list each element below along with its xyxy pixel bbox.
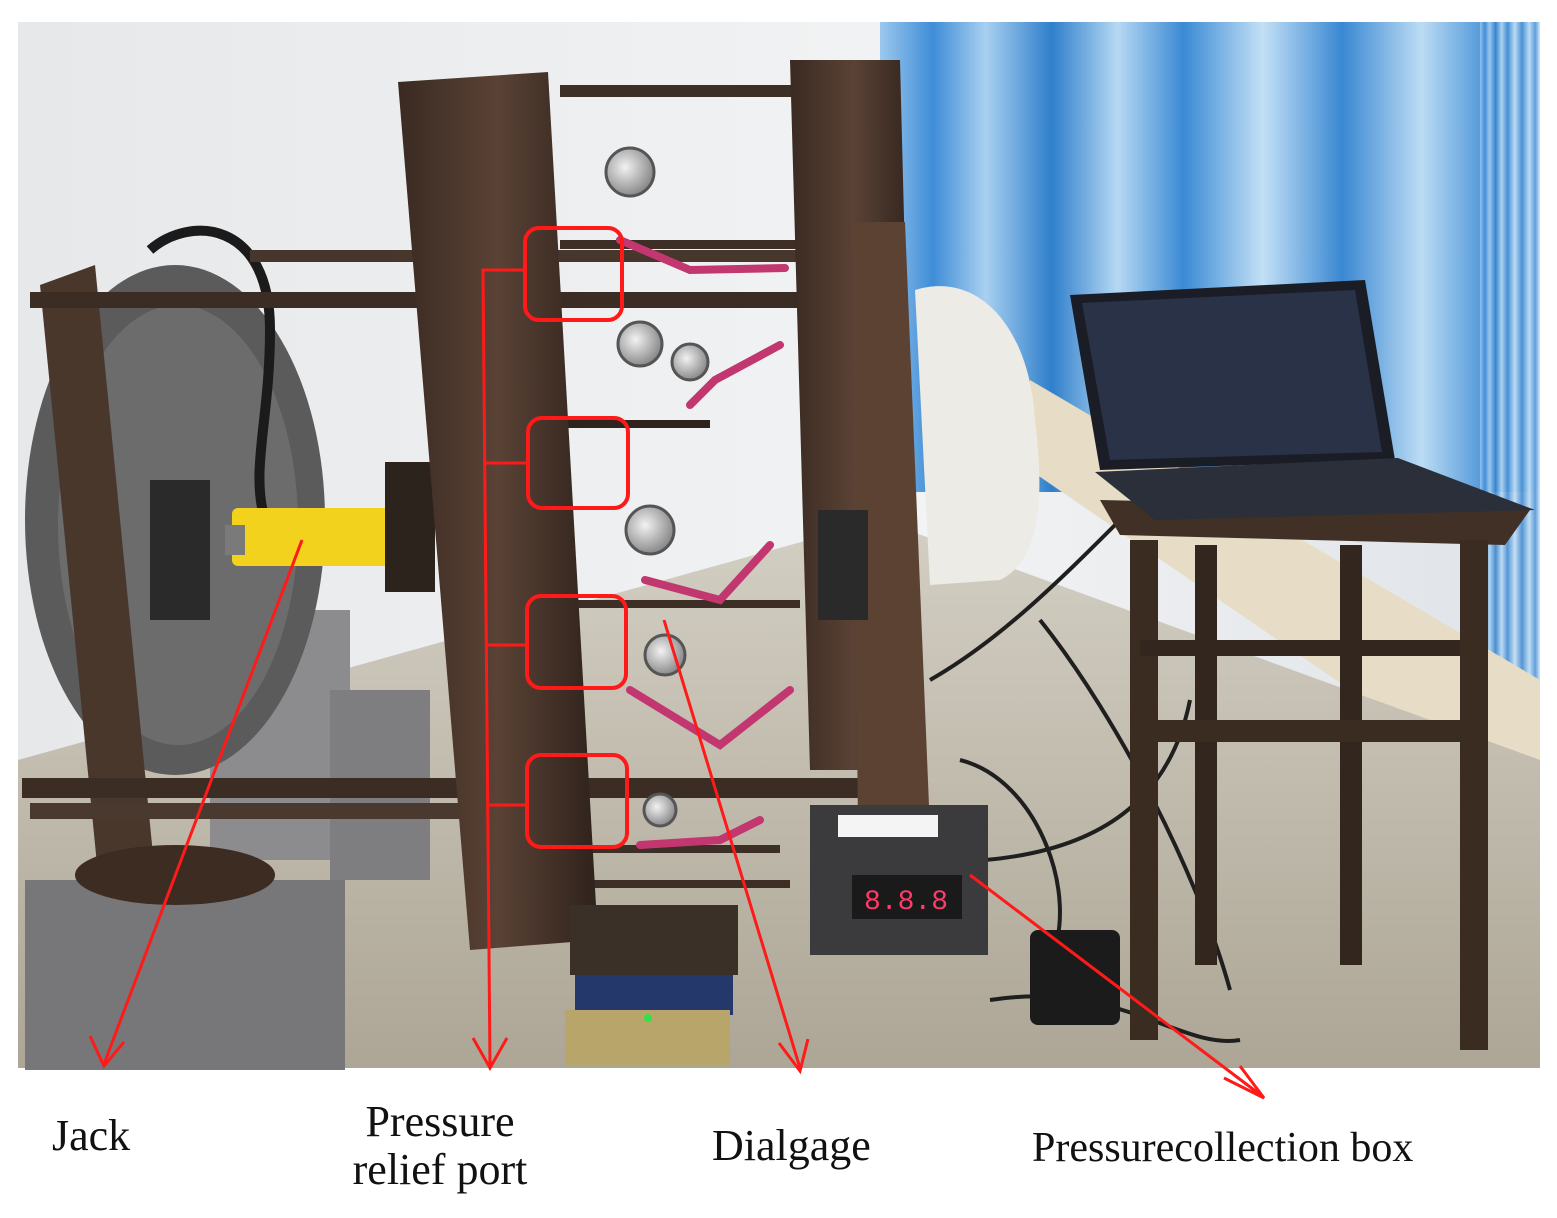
collection-box-leader	[969, 873, 1263, 1098]
label-pressure-collection-box: Pressurecollection box	[1032, 1125, 1414, 1171]
label-pressure-relief-port: Pressure relief port	[352, 1097, 528, 1194]
relief-port-box-4	[525, 753, 629, 849]
dialgage-leader	[662, 619, 802, 1069]
relief-port-box-3	[525, 594, 628, 690]
relief-port-box-1	[523, 226, 624, 322]
display-readout: 8.8.8	[864, 887, 948, 918]
jack-leader	[102, 539, 304, 1065]
label-dialgage: Dialgage	[712, 1121, 871, 1170]
label-jack: Jack	[52, 1111, 131, 1160]
